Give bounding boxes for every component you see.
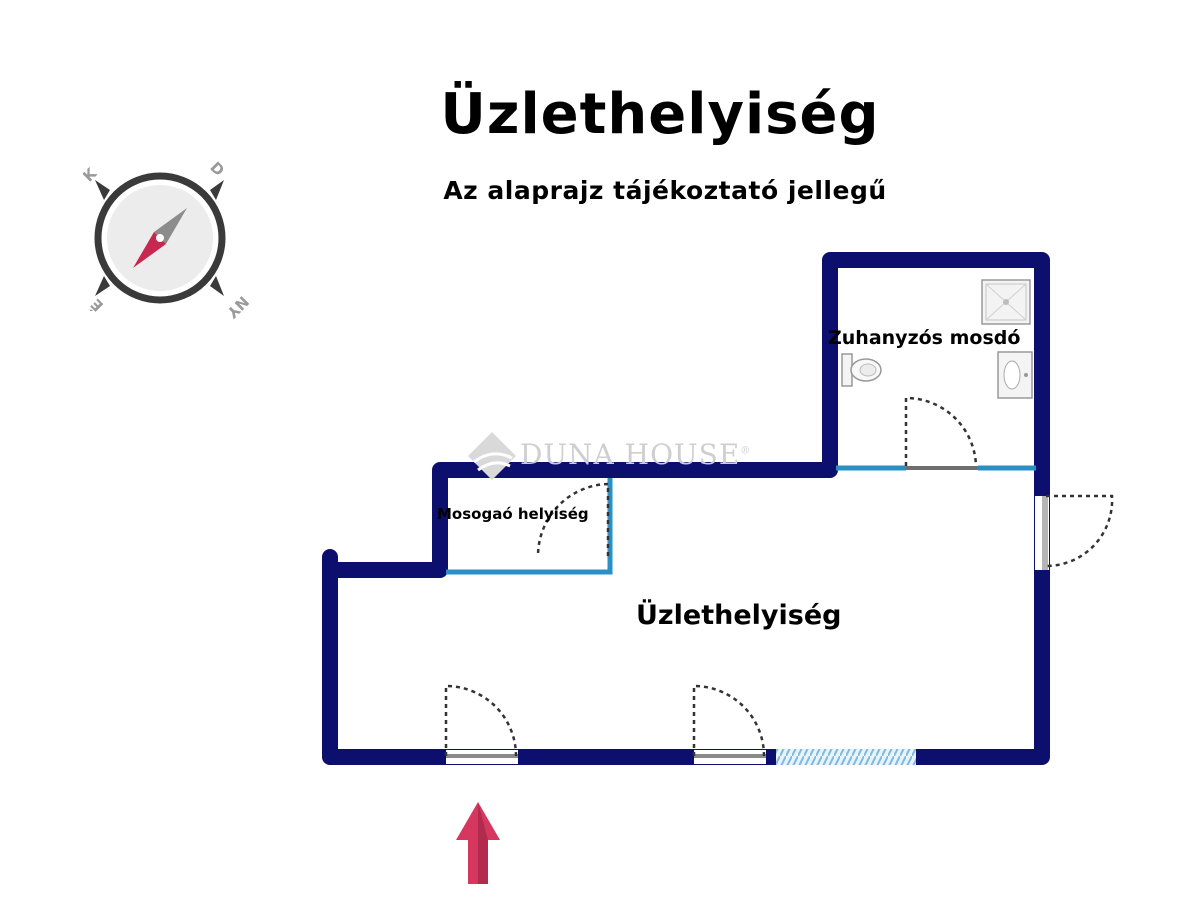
page-subtitle: Az alaprajz tájékoztató jellegű — [443, 176, 887, 205]
toilet-icon — [841, 353, 882, 387]
room-label-washing: Mosogaó helyiség — [437, 505, 589, 523]
compass-icon — [94, 172, 226, 304]
sink-icon — [997, 351, 1033, 399]
door-swings — [444, 396, 1114, 757]
duna-house-logo-icon — [468, 432, 516, 480]
outer-walls — [322, 252, 1050, 765]
window — [776, 749, 916, 765]
page-title: Üzlethelyiség — [440, 82, 880, 147]
entrance-arrow-icon — [456, 802, 500, 884]
watermark-text: DUNA HOUSE® — [520, 438, 752, 471]
room-label-main: Üzlethelyiség — [636, 600, 842, 631]
room-label-shower: Zuhanyzós mosdó — [828, 327, 1021, 349]
shower-tray-icon — [981, 279, 1031, 325]
